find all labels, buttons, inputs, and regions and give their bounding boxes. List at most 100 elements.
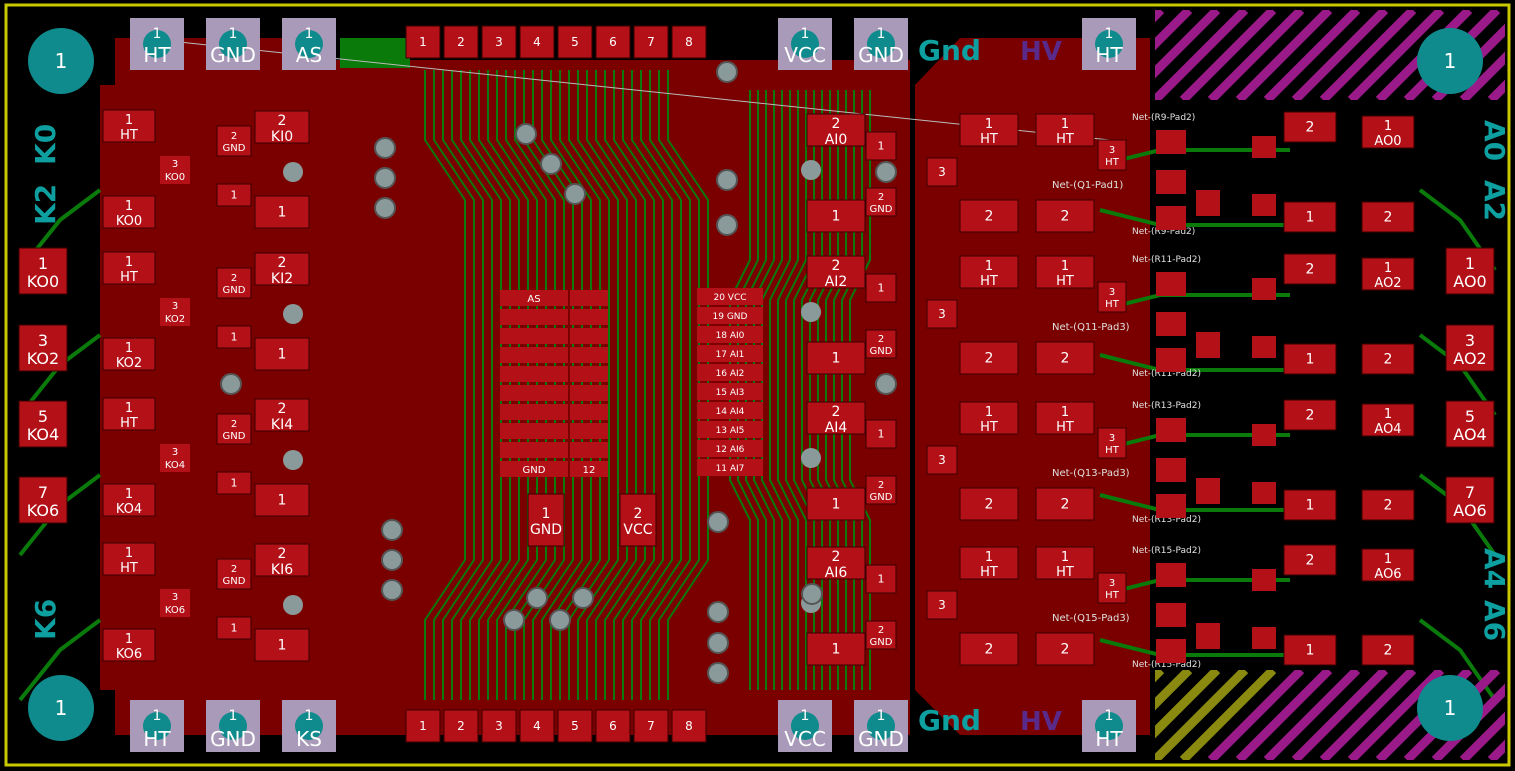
- left-small-pad[interactable]: 1: [216, 616, 252, 640]
- right-r-pad[interactable]: [1156, 272, 1186, 296]
- right-c-pad[interactable]: 2: [1283, 111, 1337, 143]
- left-net-pad[interactable]: 1: [254, 337, 310, 371]
- right-lower-pad[interactable]: 2: [959, 341, 1019, 375]
- ic-right-pin[interactable]: [697, 459, 763, 476]
- left-small-pad[interactable]: 1: [216, 183, 252, 207]
- right-small-pad[interactable]: [1252, 482, 1276, 504]
- header-bottom-pin[interactable]: 8: [671, 709, 707, 743]
- right-r-pad[interactable]: [1156, 206, 1186, 230]
- ic-pin[interactable]: [570, 290, 608, 306]
- header-bottom-pin[interactable]: 7: [633, 709, 669, 743]
- right-lower-pad[interactable]: 2: [959, 199, 1019, 233]
- right-ht-pad[interactable]: 1HT: [1035, 546, 1095, 580]
- right-r2-pad[interactable]: 2: [1361, 201, 1415, 233]
- right-r-pad[interactable]: [1156, 603, 1186, 627]
- right-pin3-pad[interactable]: 3: [926, 445, 958, 475]
- right-q-pad[interactable]: 3HT: [1097, 139, 1127, 171]
- right-r-pad[interactable]: [1156, 458, 1186, 482]
- right-small-pad[interactable]: [1196, 190, 1220, 216]
- ic-right-pin[interactable]: [697, 440, 763, 457]
- ic-right-pin[interactable]: [697, 288, 763, 305]
- right-small-pad[interactable]: 1: [865, 419, 897, 449]
- ic-pin[interactable]: [570, 347, 608, 363]
- right-small-pad[interactable]: [1252, 136, 1276, 158]
- right-c-pad[interactable]: 1: [1283, 634, 1337, 666]
- right-r-pad[interactable]: [1156, 312, 1186, 336]
- right-small-pad[interactable]: [1252, 569, 1276, 591]
- right-small-pad[interactable]: 1: [865, 564, 897, 594]
- left-ht-pad[interactable]: 1HT: [102, 109, 156, 143]
- connector-bottom-2[interactable]: 1KS: [282, 700, 336, 752]
- connector-top-0[interactable]: 1HT: [130, 18, 184, 70]
- connector-bottom-0[interactable]: 1HT: [130, 700, 184, 752]
- ic-right-pin[interactable]: [697, 383, 763, 400]
- ic-pin[interactable]: [570, 461, 608, 477]
- right-net-pad[interactable]: 1: [806, 199, 866, 233]
- right-r2-pad[interactable]: 2: [1361, 489, 1415, 521]
- right-r2-pad[interactable]: 2: [1361, 343, 1415, 375]
- ic-right-pin[interactable]: [697, 364, 763, 381]
- ic-pin[interactable]: [570, 423, 608, 439]
- right-lower-pad[interactable]: 2: [959, 487, 1019, 521]
- header-top-pin[interactable]: 6: [595, 25, 631, 59]
- left-ht-pad[interactable]: 1HT: [102, 542, 156, 576]
- right-r-pad[interactable]: [1156, 494, 1186, 518]
- right-c-pad[interactable]: 1: [1283, 201, 1337, 233]
- ic-pin[interactable]: [500, 347, 568, 363]
- header-top-pin[interactable]: 2: [443, 25, 479, 59]
- left-ht-pad[interactable]: 1HT: [102, 251, 156, 285]
- header-bottom-pin[interactable]: 3: [481, 709, 517, 743]
- right-small-pad[interactable]: [1252, 194, 1276, 216]
- right-small-pad[interactable]: 1: [865, 273, 897, 303]
- right-ht-pad[interactable]: 1HT: [959, 255, 1019, 289]
- connector-top-5[interactable]: 1HT: [1082, 18, 1136, 70]
- right-c-pad[interactable]: 2: [1283, 253, 1337, 285]
- ic-pin[interactable]: [500, 366, 568, 382]
- ic-pin[interactable]: [500, 328, 568, 344]
- right-small-pad[interactable]: [1196, 332, 1220, 358]
- right-net-pad[interactable]: 1: [806, 341, 866, 375]
- ic-pin[interactable]: [500, 423, 568, 439]
- header-bottom-pin[interactable]: 4: [519, 709, 555, 743]
- ic-pin[interactable]: [570, 404, 608, 420]
- right-r-pad[interactable]: [1156, 563, 1186, 587]
- header-top-pin[interactable]: 7: [633, 25, 669, 59]
- right-c-pad[interactable]: 2: [1283, 544, 1337, 576]
- right-c-pad[interactable]: 1: [1283, 489, 1337, 521]
- right-pin3-pad[interactable]: 3: [926, 590, 958, 620]
- right-ht-pad[interactable]: 1HT: [1035, 401, 1095, 435]
- ic-pin[interactable]: [570, 309, 608, 325]
- right-r-pad[interactable]: [1156, 348, 1186, 372]
- header-top-pin[interactable]: 3: [481, 25, 517, 59]
- right-small-pad[interactable]: [1252, 627, 1276, 649]
- ic-pin[interactable]: [570, 442, 608, 458]
- right-small-pad[interactable]: [1252, 424, 1276, 446]
- right-lower-pad[interactable]: 2: [1035, 341, 1095, 375]
- ic-pin[interactable]: [500, 442, 568, 458]
- right-lower-pad[interactable]: 2: [959, 632, 1019, 666]
- right-net-pad[interactable]: 1: [806, 487, 866, 521]
